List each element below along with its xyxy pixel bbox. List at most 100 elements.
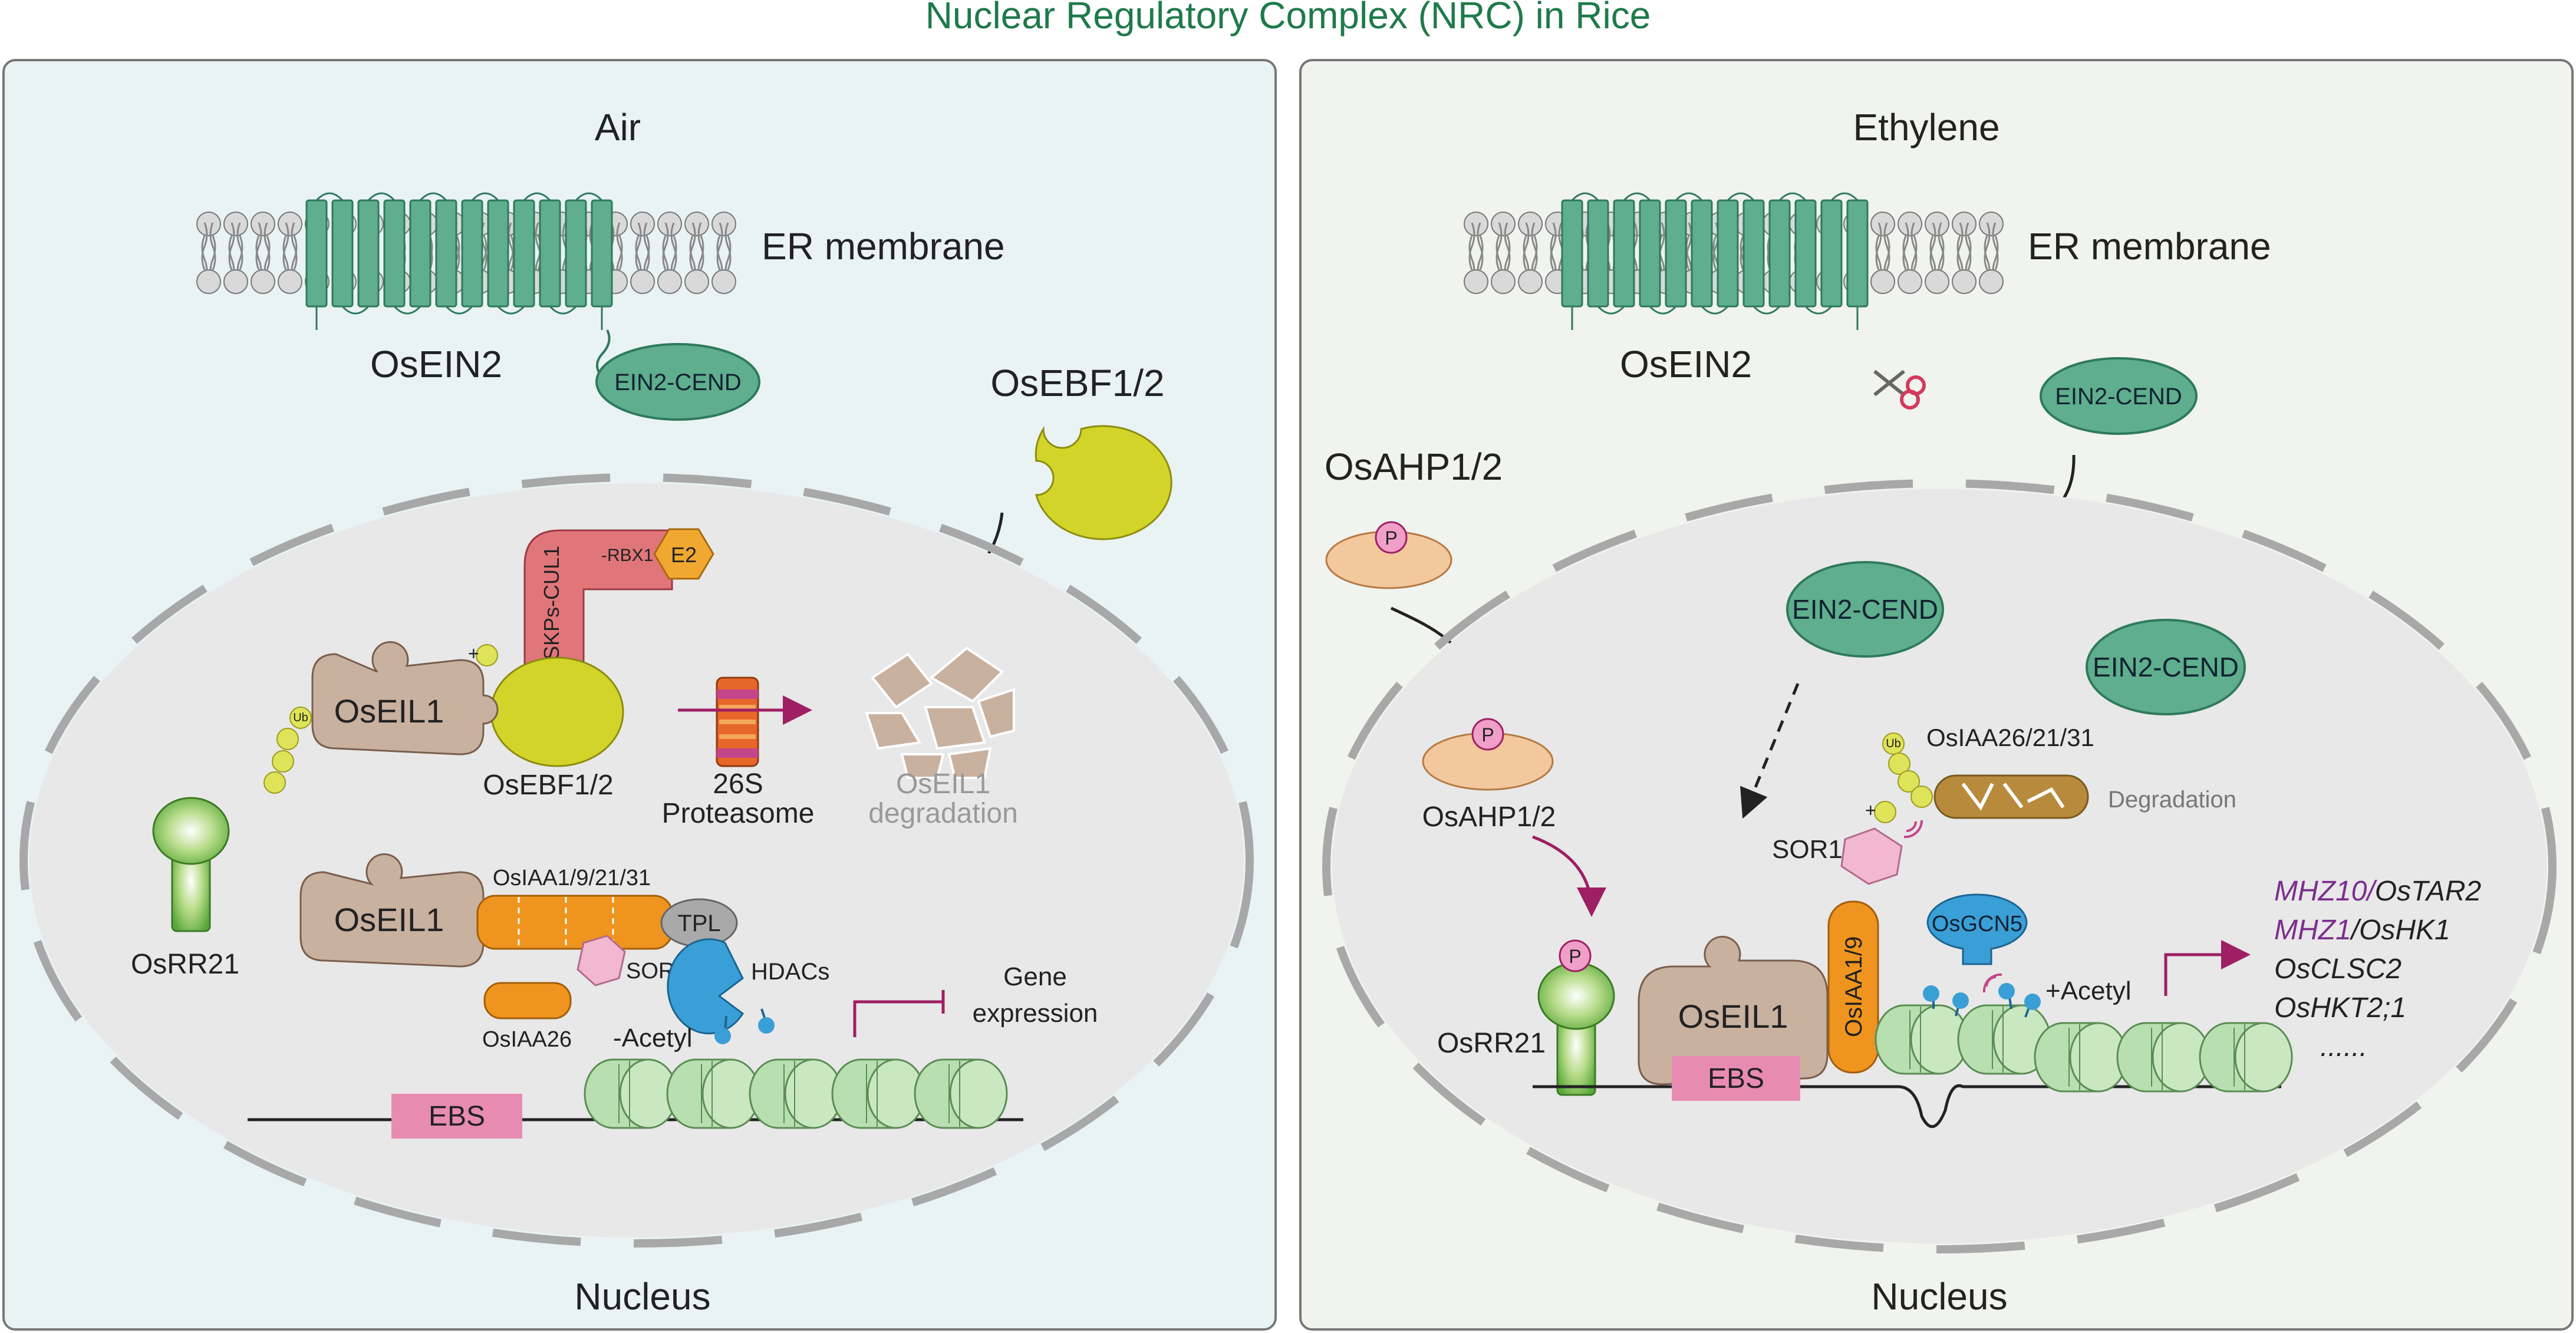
left-oseil1-top-label: OsEIL1 [334,692,444,730]
right-panel: Ethylene ER membrane OsEIN2 EIN2-CEND Os… [1299,59,2574,1331]
left-proteasome-label2: Proteasome [662,798,815,829]
left-sor1 [577,935,626,986]
right-gene-2a: MHZ1 [2274,915,2351,946]
left-ebs-label: EBS [429,1101,485,1132]
right-osiaa19 [1827,900,1879,1074]
transmembrane-helix [513,199,535,308]
right-phospho-cyto [1375,521,1408,554]
right-gene-1: MHZ10/OsTAR2 [2274,876,2481,907]
transmembrane-helix [1665,199,1687,308]
left-osebf-bound [490,656,624,767]
left-degraded-oseil1 [865,646,1015,779]
right-ebs [1672,1056,1800,1101]
right-osahp-bound-label: OsAHP1/2 [1422,801,1556,833]
left-hdacs [667,938,745,1035]
left-osebf-bound-label: OsEBF1/2 [483,770,613,801]
transmembrane-helix [1587,199,1609,308]
right-p-label-rr: P [1569,946,1581,967]
left-ub-text: Ub [293,711,308,724]
right-oseil1 [1638,936,1829,1085]
right-gene-1a: MHZ10/ [2274,876,2377,907]
left-gene-label2: expression [973,999,1098,1028]
right-gene-2: MHZ1/OsHK1 [2274,915,2450,946]
left-osiaa-label: OsIAA1/9/21/31 [493,866,651,890]
right-phospho-rr [1559,939,1592,972]
left-osiaa26-label: OsIAA26 [482,1027,572,1052]
left-nucleosomes [584,1058,1008,1129]
right-gene-1b: OsTAR2 [2375,876,2481,907]
right-gene-4b: OsHKT2;1 [2274,992,2406,1024]
right-gene-4: OsHKT2;1 [2274,992,2406,1024]
transmembrane-helix [1561,199,1583,308]
left-er-membrane-label: ER membrane [762,225,1005,268]
left-tpl-label: TPL [677,910,720,936]
left-acetyl-groups [714,1008,775,1044]
receptor-loops [315,192,603,330]
transmembrane-helix [1613,199,1635,308]
right-oseil1-label: OsEIL1 [1678,998,1788,1035]
right-osiaa19-label: OsIAA1/9 [1841,936,1867,1037]
left-panel: Air ER membrane OsEIN2 EIN2-CEND OsEBF1/… [2,59,1277,1331]
transmembrane-helix [1639,199,1661,308]
transmembrane-helix [565,199,587,308]
right-ein2-cend-nuc1 [1786,561,1944,658]
right-ein2-cend-nuc2 [2086,619,2246,715]
left-rbx-label: -RBX1 [601,546,653,565]
right-nucleus-label: Nucleus [1871,1275,2007,1318]
right-target-genes: MHZ10/OsTAR2 MHZ1/OsHK1 OsCLSC2 OsHKT2;1… [2274,876,2481,1063]
left-e2 [653,528,714,580]
right-gene-3b: OsCLSC2 [2274,953,2402,985]
right-gene-ellipsis: ...... [2320,1031,2367,1063]
transmembrane-helix [1846,199,1869,308]
transmembrane-helix [435,199,457,308]
left-plus-ub: + [468,643,479,664]
left-oseil1-top [311,641,499,755]
right-p-label-nuc: P [1481,724,1494,745]
transmembrane-helix [409,199,431,308]
right-condition-label: Ethylene [1853,106,1999,149]
left-ein2-cend [595,343,760,421]
transmembrane-helix [539,199,561,308]
left-oseil1-bottom-label: OsEIL1 [334,901,444,938]
right-sor1 [1840,827,1903,885]
left-gene-label: Gene [1003,962,1067,991]
right-ein2-cend-nuc2-label: EIN2-CEND [2093,652,2239,682]
transmembrane-helix [487,199,509,308]
left-osiaa-bar [476,895,673,950]
transmembrane-helix [305,199,328,308]
left-e2-label: E2 [671,543,697,567]
transmembrane-helix [591,199,613,308]
transmembrane-helix [1820,199,1843,308]
transmembrane-helix [1717,199,1739,308]
left-proteasome [716,677,759,767]
right-acetyl-groups [1923,983,2041,1018]
right-ein2-cend-cyto [2040,357,2198,435]
left-degradation-label: OsEIL1 [896,768,990,800]
transmembrane-helix [1794,199,1817,308]
transmembrane-helix [1768,199,1791,308]
right-ein2-cend-nuc1-label: EIN2-CEND [1792,594,1938,625]
right-osgcn5 [1926,893,2028,965]
left-osein2-label: OsEIN2 [370,343,502,385]
right-gene-3: OsCLSC2 [2274,953,2402,985]
left-osebf-label: OsEBF1/2 [990,362,1164,404]
left-nuclear-envelope [19,473,1254,1248]
right-gene-2b: /OsHK1 [2350,915,2450,946]
right-osiaa-deg-label: OsIAA26/21/31 [1926,724,2094,751]
left-ebs [391,1094,522,1139]
right-dna [1533,1084,2281,1129]
left-condition-label: Air [595,106,641,149]
right-osein2-label: OsEIN2 [1620,343,1752,385]
right-osgcn5-label: OsGCN5 [1932,912,2022,936]
right-phospho-nuc [1471,718,1504,751]
left-osrr21 [152,797,230,932]
right-plus-ub: + [1865,800,1876,821]
transmembrane-helix [461,199,483,308]
left-oseil1-bottom [299,853,485,968]
left-skp-label: SKPs-CUL1 [539,546,564,660]
right-er-membrane-label: ER membrane [2028,225,2271,268]
transmembrane-helix [357,199,380,308]
left-osebf-protein [1035,425,1172,540]
right-osrr21-label: OsRR21 [1437,1028,1546,1059]
